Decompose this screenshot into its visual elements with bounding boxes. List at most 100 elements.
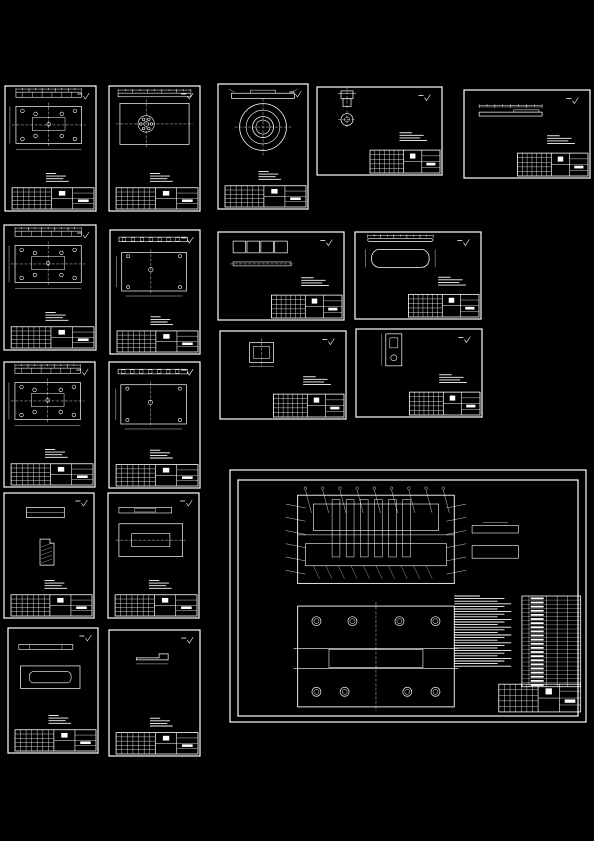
- technical-notes: [44, 449, 68, 458]
- side-view: [117, 368, 188, 375]
- drawing-sheet-4[interactable]: [316, 86, 443, 176]
- drawing-sheet-3[interactable]: [217, 83, 309, 210]
- title-block: [115, 464, 199, 487]
- drawing-sheet-16[interactable]: [7, 627, 99, 754]
- title-block: [273, 393, 345, 418]
- side-view: [14, 230, 82, 237]
- title-block: [409, 391, 481, 416]
- part-view: [381, 333, 403, 367]
- technical-notes: [303, 376, 331, 386]
- drawing-sheet-10[interactable]: [3, 361, 96, 488]
- technical-notes: [301, 277, 329, 287]
- drawing-sheet-6[interactable]: [3, 224, 97, 351]
- bar-side-view: [135, 653, 169, 661]
- plate-side-view: [367, 238, 434, 243]
- drawing-sheet-12[interactable]: [219, 330, 347, 420]
- roughness-symbol: [566, 97, 579, 105]
- side-view: [18, 644, 74, 650]
- drawing-sheet-11[interactable]: [108, 361, 201, 489]
- plan-view: [121, 252, 187, 292]
- drawing-sheet-8[interactable]: [217, 231, 345, 321]
- side-view: [118, 236, 188, 242]
- title-block: [14, 729, 97, 752]
- plate-plan-view: [371, 248, 430, 268]
- technical-notes: [454, 595, 512, 667]
- plan-view: [118, 523, 183, 557]
- drawing-sheet-17[interactable]: [108, 629, 201, 757]
- roughness-symbol: [77, 92, 90, 100]
- block-section-view: [39, 538, 55, 566]
- roughness-symbol: [322, 338, 335, 346]
- assembly-plan-view: [293, 602, 459, 711]
- roughness-symbol: [181, 368, 194, 376]
- technical-notes: [399, 132, 427, 142]
- title-block: [114, 594, 198, 617]
- drawing-sheet-9[interactable]: [354, 231, 482, 320]
- technical-notes: [149, 173, 173, 182]
- title-block: [271, 294, 343, 319]
- block-front-view: [232, 240, 288, 254]
- technical-notes: [44, 580, 67, 589]
- roughness-symbol: [418, 94, 431, 102]
- drawing-sheet-15[interactable]: [107, 492, 200, 619]
- detail-part-view: [471, 525, 519, 534]
- roughness-symbol: [458, 336, 471, 344]
- roughness-symbol: [289, 90, 302, 98]
- title-block: [498, 683, 582, 713]
- roughness-symbol: [79, 634, 92, 642]
- title-block: [115, 732, 199, 755]
- side-view: [14, 367, 81, 374]
- parts-list-table: [521, 595, 582, 688]
- inner-frame: [237, 479, 579, 717]
- title-block: [224, 185, 307, 208]
- drawing-sheet-13[interactable]: [355, 328, 483, 418]
- side-view: [117, 92, 192, 98]
- technical-notes: [150, 316, 173, 326]
- drawing-sheet-14[interactable]: [3, 492, 95, 619]
- roughness-symbol: [181, 636, 194, 644]
- roughness-symbol: [320, 239, 333, 247]
- title-block: [116, 330, 199, 353]
- title-block: [10, 594, 93, 617]
- roughness-symbol: [76, 368, 89, 376]
- assembly-section-view: [297, 494, 455, 584]
- roughness-symbol: [181, 92, 194, 100]
- ring-plan-view: [234, 98, 292, 156]
- roughness-symbol: [457, 239, 470, 246]
- title-block: [408, 293, 480, 318]
- part-view: [249, 338, 274, 367]
- drawing-sheet-5[interactable]: [463, 89, 591, 179]
- plan-view: [20, 665, 81, 689]
- technical-notes: [547, 135, 575, 145]
- technical-notes: [45, 312, 69, 321]
- side-view: [118, 507, 172, 514]
- section-view: [231, 92, 295, 99]
- title-block: [517, 152, 589, 177]
- roughness-symbol: [181, 236, 194, 244]
- roughness-symbol: [180, 499, 193, 507]
- technical-notes: [148, 580, 172, 589]
- technical-notes: [438, 276, 466, 286]
- technical-notes: [45, 173, 69, 182]
- title-block: [10, 463, 94, 486]
- drawing-sheet-18[interactable]: [229, 469, 587, 723]
- bar-side-view: [478, 111, 543, 117]
- technical-notes: [439, 374, 467, 384]
- technical-notes: [48, 715, 71, 724]
- side-view: [15, 91, 82, 98]
- technical-notes: [149, 449, 173, 459]
- technical-notes: [258, 171, 281, 180]
- title-block: [369, 149, 441, 174]
- drawing-sheet-1[interactable]: [4, 85, 97, 212]
- title-block: [11, 187, 95, 210]
- roughness-symbol: [77, 231, 90, 239]
- roughness-symbol: [75, 499, 88, 507]
- drawing-sheet-7[interactable]: [109, 229, 201, 355]
- plan-view: [120, 384, 187, 425]
- technical-notes: [149, 717, 173, 727]
- drawing-sheet-2[interactable]: [108, 85, 201, 212]
- title-block: [10, 326, 95, 349]
- title-block: [115, 187, 199, 210]
- punch-elevation: [338, 86, 356, 108]
